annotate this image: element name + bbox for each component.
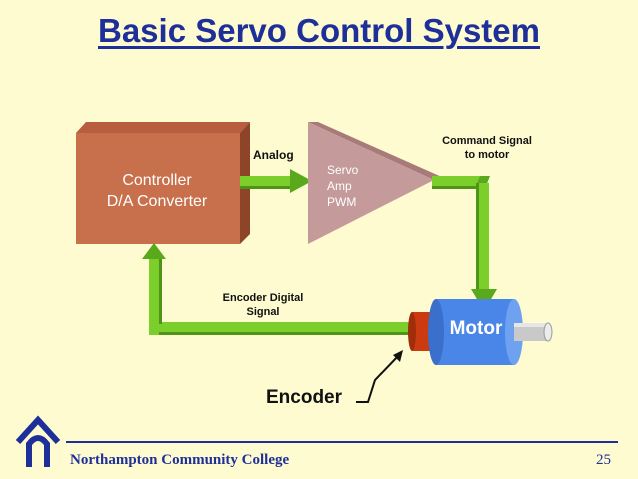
page-title: Basic Servo Control System: [98, 12, 540, 49]
encoder-pointer-arrow: [356, 350, 403, 403]
college-logo: [15, 415, 61, 467]
servo-amp-line-1: Servo: [327, 163, 359, 177]
footer-page-number: 25: [596, 452, 611, 468]
encoder-digital-line-2: Signal: [246, 306, 280, 318]
motor-block: [428, 299, 553, 365]
analog-signal-arrow: [240, 169, 312, 193]
controller-line-1: Controller: [122, 172, 192, 189]
command-signal-label: Command Signal to motor: [428, 134, 546, 162]
servo-amp-block: [308, 122, 444, 244]
encoder-digital-line-1: Encoder Digital: [222, 292, 304, 304]
controller-line-2: D/A Converter: [106, 193, 208, 210]
encoder-label: Encoder: [266, 387, 343, 408]
servo-amp-line-2: Amp: [327, 179, 352, 193]
motor-label: Motor: [449, 318, 503, 339]
controller-block: [76, 122, 250, 244]
encoder-digital-signal-label: Encoder Digital Signal: [205, 291, 321, 319]
footer-divider: [66, 441, 618, 443]
command-signal-line-2: to motor: [464, 149, 510, 161]
command-signal-arrow: [432, 176, 497, 311]
command-signal-line-1: Command Signal: [442, 135, 532, 147]
controller-label: Controller D/A Converter: [76, 170, 238, 212]
servo-amp-line-3: PWM: [327, 195, 357, 209]
analog-label: Analog: [253, 148, 294, 162]
encoder-feedback-arrow: [142, 243, 412, 335]
servo-amp-label: Servo Amp PWM: [327, 162, 358, 210]
footer-college-name: Northampton Community College: [70, 452, 290, 468]
